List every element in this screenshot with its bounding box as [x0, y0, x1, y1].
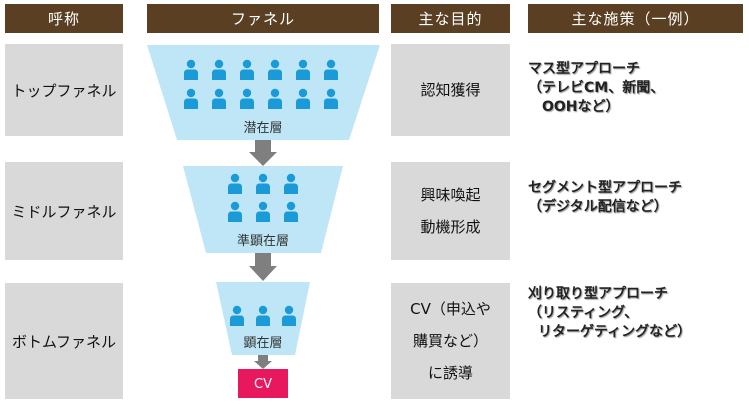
funnel-layer-top [147, 45, 380, 140]
row-name-bottom: ボトムファネル [5, 283, 123, 399]
measure-line: （デジタル配信など） [528, 199, 668, 215]
header-name: 呼称 [5, 4, 123, 33]
cv-box [238, 369, 288, 398]
purpose-line: 興味喚起 [420, 186, 481, 204]
down-arrow-icon [254, 355, 272, 369]
purpose-line: 認知獲得 [420, 81, 481, 99]
measure-line: セグメント型アプローチ [528, 180, 682, 196]
purpose-line: に誘導 [427, 364, 473, 382]
layer-label-top: 潜在層 [243, 121, 282, 136]
layer-label-bottom: 顕在層 [243, 336, 282, 351]
purpose-line: 動機形成 [420, 218, 481, 236]
measure-line: 刈り取り型アプローチ [528, 286, 668, 302]
row-purpose-top: 認知獲得 [391, 44, 510, 136]
header-measures: 主な施策（一例） [528, 4, 743, 33]
purpose-line: CV（申込や [410, 300, 491, 318]
row-measures-middle: セグメント型アプローチ （デジタル配信など） [528, 179, 743, 217]
row-name-middle: ミドルファネル [5, 162, 123, 260]
measure-line: リターゲティングなど） [538, 324, 692, 340]
people-group-bottom [230, 305, 296, 326]
row-purpose-bottom: CV（申込や 購買など） に誘導 [391, 283, 510, 399]
down-arrow-icon [249, 140, 277, 166]
layer-label-middle: 準顕在層 [237, 233, 289, 249]
measure-line: （テレビCM、新聞、 [528, 80, 665, 96]
row-measures-top: マス型アプローチ （テレビCM、新聞、 OOHなど） [528, 60, 743, 117]
row-purpose-middle: 興味喚起 動機形成 [391, 162, 510, 260]
cv-label: CV [254, 377, 272, 392]
measure-line: （リスティング、 [528, 305, 639, 321]
header-purpose: 主な目的 [391, 4, 510, 33]
header-funnel: ファネル [147, 4, 379, 33]
row-name-top: トップファネル [5, 44, 123, 136]
row-measures-bottom: 刈り取り型アプローチ （リスティング、 リターゲティングなど） [528, 285, 743, 342]
down-arrow-icon [249, 253, 277, 281]
measure-line: OOHなど） [542, 99, 620, 115]
purpose-line: 購買など） [412, 332, 488, 350]
measure-line: マス型アプローチ [528, 61, 640, 77]
